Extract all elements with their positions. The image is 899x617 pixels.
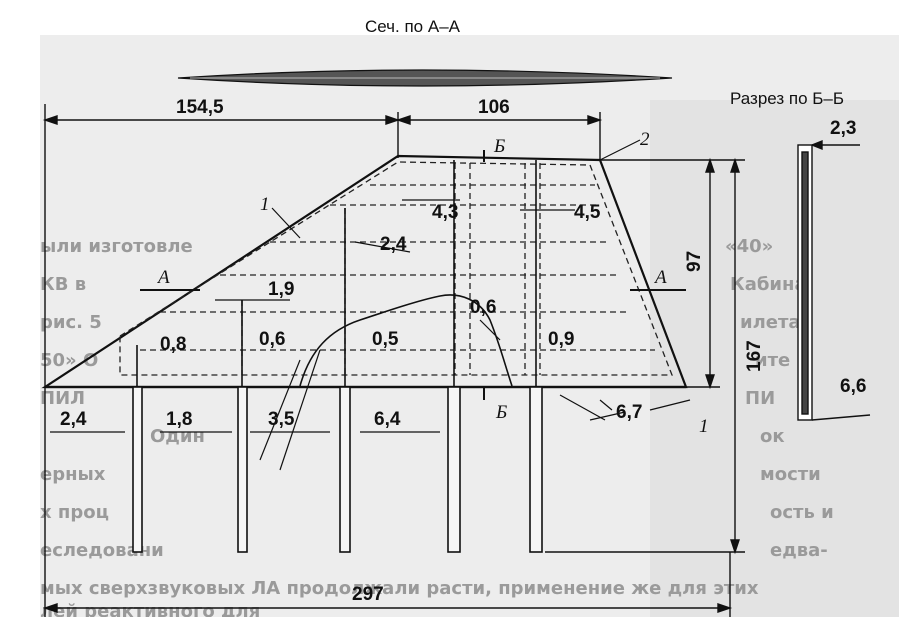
- dim-0-9: 0,9: [548, 329, 574, 350]
- dimension-top: [42, 104, 603, 617]
- bg-line: рис. 5: [40, 312, 102, 333]
- bg-line: илета: [740, 312, 801, 333]
- marker-a-right: А: [653, 267, 667, 288]
- bg-line: ыли изготовле: [40, 236, 193, 257]
- section-aa-title: Сеч. по А–А: [365, 17, 461, 36]
- dim-4-5: 4,5: [574, 202, 601, 223]
- dim-1-9: 1,9: [268, 279, 294, 300]
- bg-line: едва-: [770, 540, 828, 561]
- section-bb-profile: [797, 139, 871, 421]
- section-lines: [140, 150, 686, 400]
- dim-97: 97: [684, 251, 705, 272]
- dim-297: 297: [352, 584, 384, 605]
- dimension-right: [545, 157, 745, 555]
- leaders: [215, 139, 691, 471]
- dim-6-7: 6,7: [616, 402, 642, 423]
- bg-line: еследовани: [40, 540, 164, 561]
- cutaway-line: [299, 294, 513, 387]
- dim-3-5: 3,5: [268, 409, 295, 430]
- bg-line: 50» О: [40, 350, 98, 371]
- dim-6-4: 6,4: [374, 409, 401, 430]
- bg-line: х проц: [40, 502, 109, 523]
- bg-line: ерных: [40, 464, 106, 485]
- dim-154-5: 154,5: [176, 97, 224, 118]
- bg-line: лей реактивного для: [40, 601, 260, 617]
- marker-a-left: А: [156, 267, 170, 288]
- lower-dim-arrows: [50, 411, 626, 433]
- airfoil-section: [177, 69, 673, 87]
- bg-line: КВ в: [40, 274, 86, 295]
- bg-line: мости: [760, 464, 821, 485]
- dim-2-4-bottom: 2,4: [60, 409, 87, 430]
- background-page: ыли изготовле КВ в рис. 5 50» О ПИЛ Один…: [40, 35, 899, 617]
- dim-2-4-top: 2,4: [380, 234, 407, 255]
- dim-0-8: 0,8: [160, 334, 186, 355]
- bg-line: Один: [150, 426, 205, 447]
- dim-0-6-a: 0,6: [259, 329, 285, 350]
- dim-2-3: 2,3: [830, 118, 856, 139]
- bg-line: «40»: [725, 236, 773, 257]
- dim-106: 106: [478, 97, 510, 118]
- bg-line: ите: [755, 350, 790, 371]
- bg-line: ость и: [770, 502, 834, 523]
- dimension-bottom: [42, 552, 733, 617]
- dim-1-8: 1,8: [166, 409, 192, 430]
- marker-b-top: Б: [493, 136, 505, 157]
- dim-4-3: 4,3: [432, 202, 458, 223]
- dim-6-6: 6,6: [840, 376, 866, 397]
- dim-167: 167: [744, 340, 765, 372]
- bg-line: мых сверхзвуковых ЛА продолжали расти, п…: [40, 578, 759, 599]
- bg-line: Кабина: [730, 274, 807, 295]
- bg-line: ок: [760, 426, 785, 447]
- callout-1-bottom: 1: [699, 416, 709, 437]
- section-bb-title: Разрез по Б–Б: [730, 89, 844, 108]
- callout-1-left: 1: [260, 194, 270, 215]
- dim-0-6-b: 0,6: [470, 297, 496, 318]
- spars: [132, 160, 543, 553]
- marker-b-bottom: Б: [495, 402, 507, 423]
- callout-2: 2: [640, 129, 650, 150]
- bg-line: ПИЛ: [40, 388, 85, 409]
- bg-line: ПИ: [745, 388, 775, 409]
- dim-0-5: 0,5: [372, 329, 399, 350]
